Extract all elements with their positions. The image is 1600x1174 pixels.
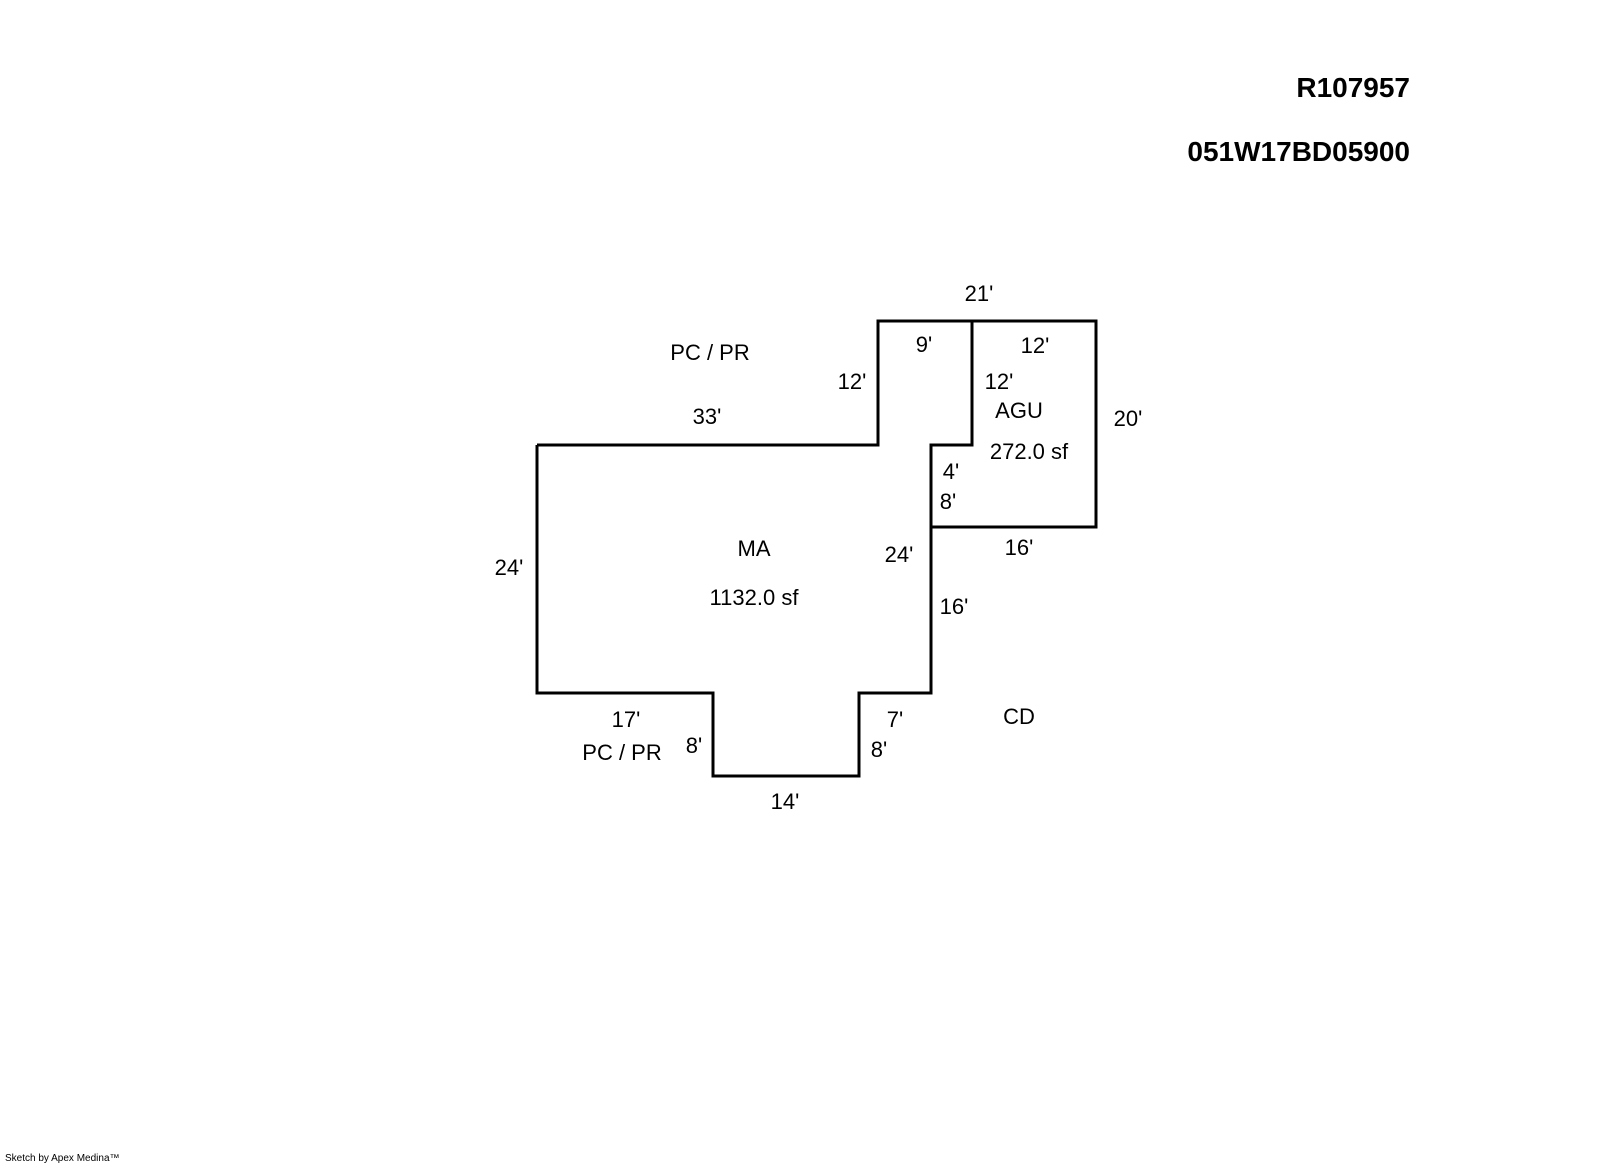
garage-outline <box>931 319 1098 529</box>
label-main-area: 1132.0 sf <box>710 585 800 610</box>
dim-bottom-right: 7' <box>887 707 903 732</box>
label-deck: CD <box>1003 704 1035 729</box>
dim-notch-top: 9' <box>916 332 932 357</box>
label-main-code: MA <box>738 536 771 561</box>
main-area-outline <box>535 319 974 778</box>
dim-bump-right: 8' <box>871 737 887 762</box>
dim-garage-right: 20' <box>1114 406 1143 431</box>
dim-main-right: 24' <box>885 542 914 567</box>
dim-top-total: 21' <box>965 281 994 306</box>
dim-notch-left: 12' <box>838 369 867 394</box>
dim-bottom-left: 17' <box>612 707 641 732</box>
dim-step-vertical: 8' <box>940 489 956 514</box>
dim-bump-bottom: 14' <box>771 789 800 814</box>
dim-bump-left: 8' <box>686 733 702 758</box>
label-porch-top: PC / PR <box>670 340 749 365</box>
dim-right-lower: 16' <box>940 594 969 619</box>
dim-main-top: 33' <box>693 404 722 429</box>
sketch-credit: Sketch by Apex Medina™ <box>5 1153 120 1164</box>
label-garage-area: 272.0 sf <box>990 439 1069 464</box>
label-porch-bottom: PC / PR <box>582 740 661 765</box>
dim-garage-inner-left: 12' <box>985 369 1014 394</box>
dim-garage-bottom: 16' <box>1005 535 1034 560</box>
parcel-number: 051W17BD05900 <box>1187 136 1410 167</box>
dim-main-left: 24' <box>495 555 524 580</box>
property-id: R107957 <box>1296 72 1410 103</box>
dim-garage-top: 12' <box>1021 333 1050 358</box>
dim-step-horizontal: 4' <box>943 459 959 484</box>
label-garage-code: AGU <box>995 398 1043 423</box>
